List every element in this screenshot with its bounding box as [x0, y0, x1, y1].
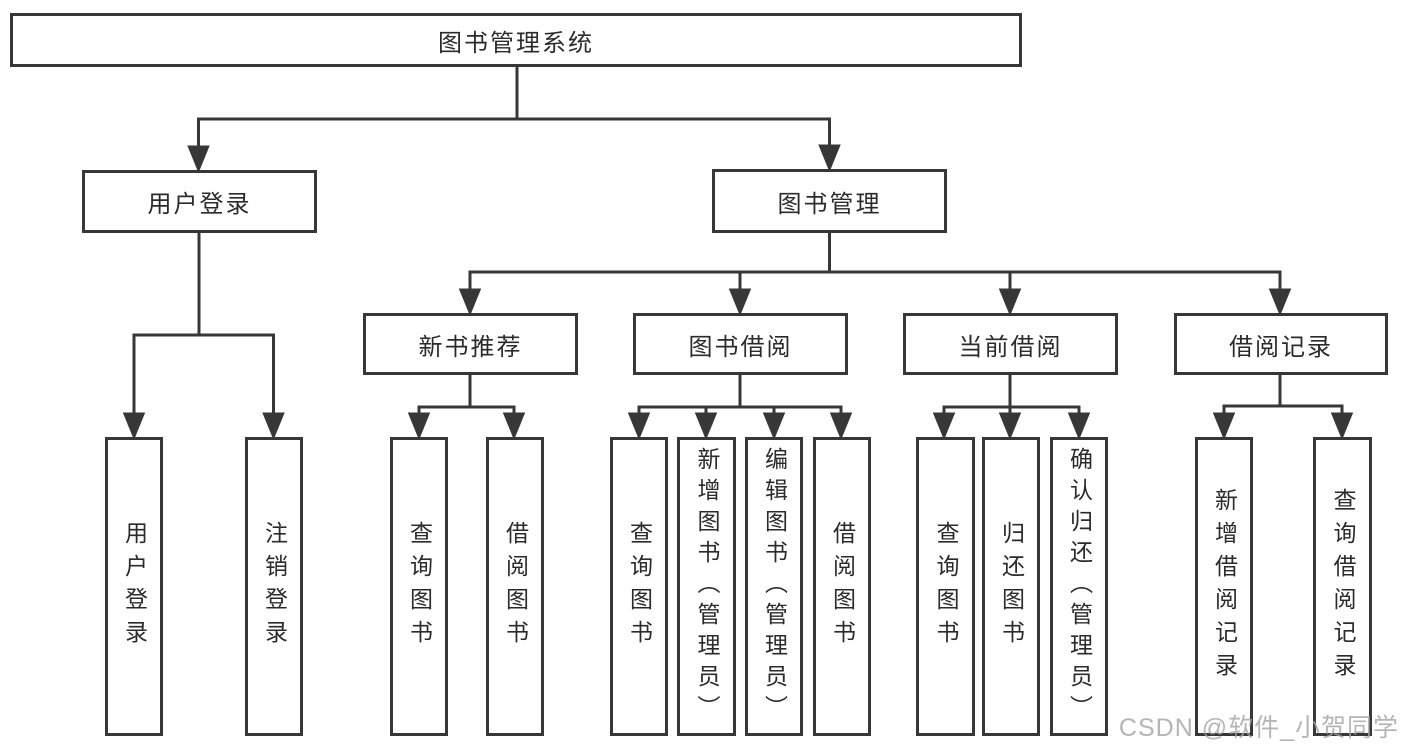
leaf-cb-query-book: 查询图书 — [916, 437, 975, 736]
leaf-cb-confirm-return-admin-label: 确认归还（管理员） — [1066, 447, 1093, 726]
arrowhead-down — [122, 412, 146, 440]
leaf-br-query-record: 查询借阅记录 — [1313, 437, 1372, 736]
arrowhead-down — [998, 412, 1022, 440]
node-user-login-label: 用户登录 — [147, 191, 252, 218]
node-borrow-records-label: 借阅记录 — [1229, 333, 1333, 361]
leaf-br-add-record-label: 新增借阅记录 — [1211, 487, 1238, 686]
arrowhead-down — [1330, 412, 1354, 440]
arrowhead-down — [1212, 412, 1236, 440]
leaf-bb-edit-book-admin: 编辑图书（管理员） — [745, 437, 803, 736]
arrowhead-down — [502, 412, 526, 440]
leaf-logout-label: 注销登录 — [261, 520, 288, 653]
arrowhead-down — [932, 412, 956, 440]
node-user-login: 用户登录 — [82, 170, 317, 233]
leaf-nb-query-book: 查询图书 — [390, 437, 448, 736]
leaf-nb-borrow-book: 借阅图书 — [486, 437, 544, 736]
node-new-book-recommend-label: 新书推荐 — [418, 333, 523, 361]
arrowhead-down — [998, 288, 1022, 316]
leaf-nb-borrow-book-label: 借阅图书 — [502, 520, 529, 653]
arrowhead-down — [458, 288, 482, 316]
leaf-cb-return-book: 归还图书 — [982, 437, 1040, 736]
arrowhead-down — [762, 412, 786, 440]
arrowhead-down — [627, 412, 651, 440]
leaf-cb-query-book-label: 查询图书 — [933, 520, 959, 653]
leaf-br-add-record: 新增借阅记录 — [1195, 437, 1253, 736]
node-book-borrow-label: 图书借阅 — [688, 333, 793, 361]
leaf-nb-query-book-label: 查询图书 — [406, 520, 433, 653]
leaf-bb-borrow-book: 借阅图书 — [813, 437, 871, 736]
leaf-cb-confirm-return-admin: 确认归还（管理员） — [1050, 437, 1108, 736]
arrowhead-down — [1268, 288, 1292, 316]
arrowhead-down — [262, 412, 285, 440]
leaf-bb-add-book-admin: 新增图书（管理员） — [677, 437, 736, 736]
csdn-watermark: CSDN @软件_小贺同学 — [1118, 714, 1399, 742]
leaf-logout: 注销登录 — [245, 437, 303, 736]
leaf-bb-add-book-admin-label: 新增图书（管理员） — [694, 447, 720, 726]
leaf-br-query-record-label: 查询借阅记录 — [1330, 487, 1356, 686]
arrowhead-down — [829, 412, 853, 440]
node-borrow-records: 借阅记录 — [1174, 313, 1388, 375]
node-book-borrow: 图书借阅 — [633, 313, 848, 375]
node-current-borrow: 当前借阅 — [903, 313, 1118, 375]
leaf-user-login-label: 用户登录 — [121, 520, 148, 653]
leaf-user-login: 用户登录 — [105, 437, 163, 736]
node-root-label: 图书管理系统 — [438, 29, 594, 57]
leaf-bb-query-book: 查询图书 — [610, 437, 668, 736]
arrowhead-down — [407, 412, 431, 440]
node-root: 图书管理系统 — [10, 13, 1022, 67]
arrowhead-down — [818, 144, 841, 172]
leaf-bb-borrow-book-label: 借阅图书 — [829, 520, 856, 653]
leaf-cb-return-book-label: 归还图书 — [998, 520, 1025, 653]
arrowhead-down — [1067, 412, 1091, 440]
arrowhead-down — [187, 145, 210, 173]
node-book-management: 图书管理 — [712, 169, 947, 233]
leaf-bb-edit-book-admin-label: 编辑图书（管理员） — [761, 447, 788, 726]
node-book-management-label: 图书管理 — [777, 190, 882, 218]
node-current-borrow-label: 当前借阅 — [958, 333, 1063, 361]
arrowhead-down — [728, 288, 752, 316]
leaf-bb-query-book-label: 查询图书 — [626, 520, 653, 653]
arrowhead-down — [694, 412, 718, 440]
node-new-book-recommend: 新书推荐 — [363, 313, 578, 375]
